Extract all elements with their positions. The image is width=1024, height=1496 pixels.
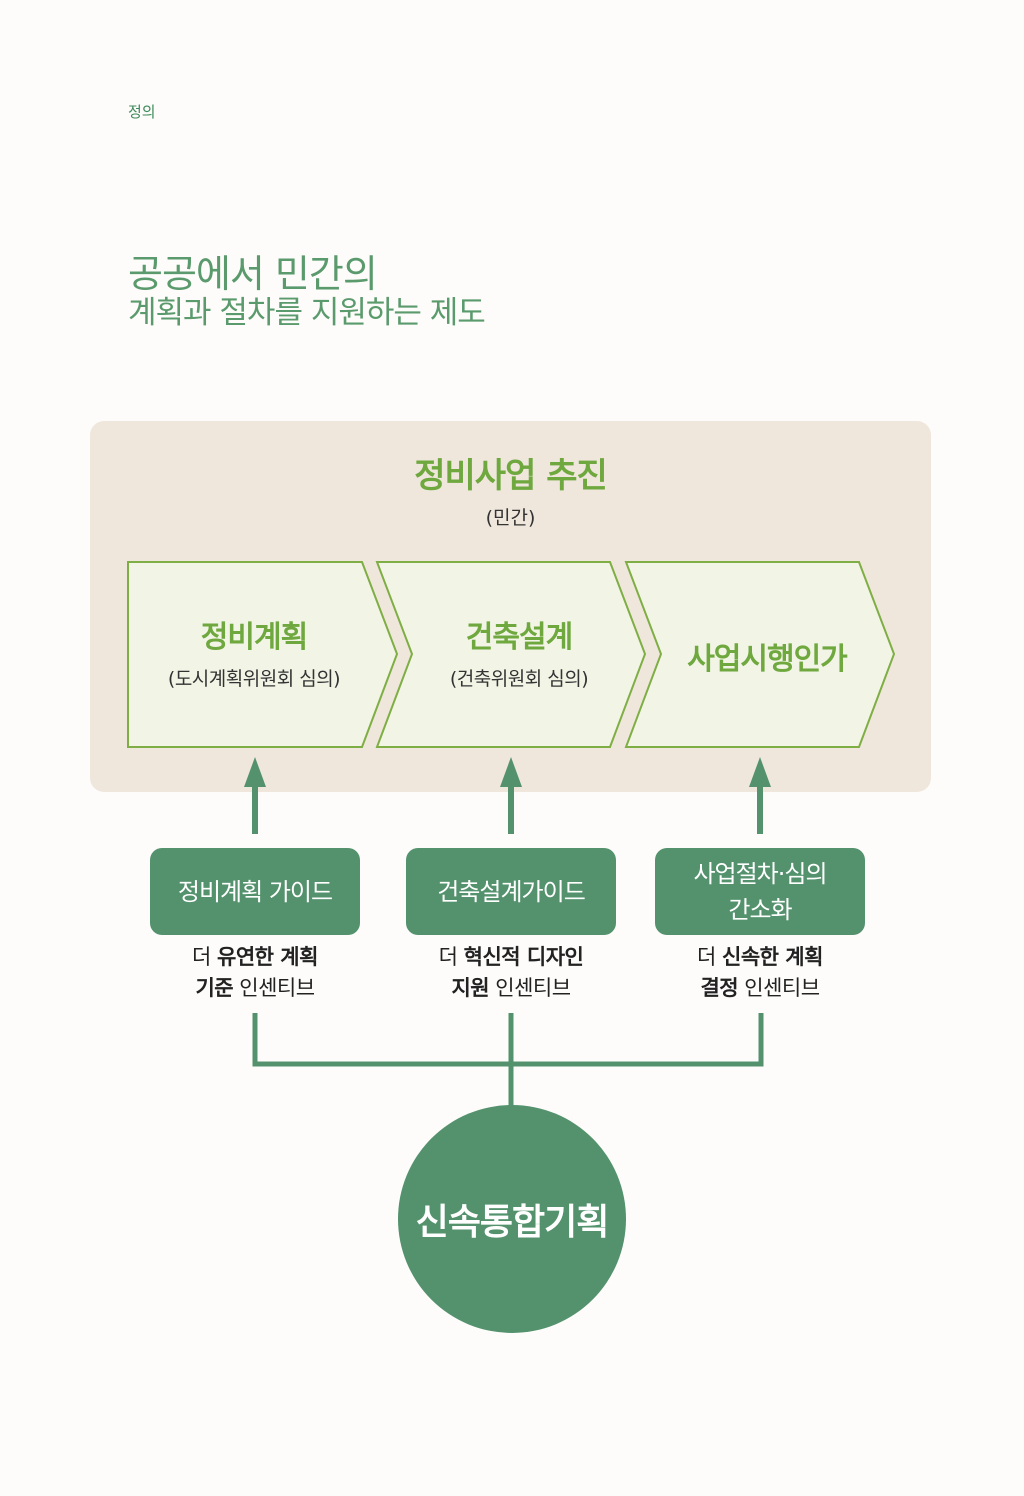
benefit-1-plain-2: 인센티브 bbox=[233, 976, 315, 1000]
chevron-step-2 bbox=[375, 561, 647, 748]
step-1-title: 정비계획 bbox=[200, 620, 308, 655]
core-label: 신속통합기획 bbox=[415, 1202, 610, 1243]
panel-subtitle: (민간) bbox=[485, 507, 536, 529]
step-2: 건축설계 (건축위원회 심의) bbox=[394, 612, 644, 691]
page-title-line2: 계획과 절차를 지원하는 제도 bbox=[128, 295, 486, 331]
page-title-line1: 공공에서 민간의 bbox=[128, 252, 378, 296]
benefit-3-plain-2: 인센티브 bbox=[738, 976, 820, 1000]
arrow-1-head bbox=[244, 757, 266, 787]
benefit-3: 더 신속한 계획 결정 인센티브 bbox=[640, 942, 880, 1004]
guide-3-label-line2: 간소화 bbox=[728, 895, 792, 924]
benefit-2-plain-2: 인센티브 bbox=[489, 976, 571, 1000]
arrow-2-head bbox=[500, 757, 522, 787]
benefit-1-bold-1: 유연한 계획 bbox=[217, 945, 318, 969]
step-1: 정비계획 (도시계획위원회 심의) bbox=[128, 612, 380, 691]
bracket-connector bbox=[252, 1013, 764, 1067]
chevron-step-1 bbox=[127, 561, 399, 748]
step-2-subtitle: (건축위원회 심의) bbox=[449, 668, 589, 690]
benefit-2-bold-1: 혁신적 디자인 bbox=[463, 945, 584, 969]
benefit-2: 더 혁신적 디자인 지원 인센티브 bbox=[391, 942, 631, 1004]
benefit-2-bold-2: 지원 bbox=[451, 976, 490, 1000]
arrow-3-head bbox=[749, 757, 771, 787]
benefit-3-bold-2: 결정 bbox=[700, 976, 739, 1000]
step-1-subtitle: (도시계획위원회 심의) bbox=[167, 668, 341, 690]
guide-3-label-line1: 사업절차·심의 bbox=[693, 859, 827, 888]
guide-1-label: 정비계획 가이드 bbox=[177, 877, 333, 906]
benefit-3-plain-1: 더 bbox=[697, 945, 723, 969]
step-2-title: 건축설계 bbox=[465, 620, 573, 655]
panel-title: 정비사업 추진 bbox=[414, 456, 608, 496]
guide-2-label: 건축설계가이드 bbox=[437, 877, 586, 906]
section-label: 정의 bbox=[128, 103, 156, 121]
guide-box-1: 정비계획 가이드 bbox=[150, 848, 360, 935]
guide-box-2: 건축설계가이드 bbox=[406, 848, 616, 935]
guide-box-3: 사업절차·심의 간소화 bbox=[655, 848, 865, 935]
benefit-1-bold-2: 기준 bbox=[195, 976, 234, 1000]
benefit-3-bold-1: 신속한 계획 bbox=[722, 945, 823, 969]
core-circle: 신속통합기획 bbox=[398, 1105, 626, 1333]
benefit-2-plain-1: 더 bbox=[438, 945, 464, 969]
step-3-title: 사업시행인가 bbox=[687, 642, 848, 677]
benefit-1-plain-1: 더 bbox=[192, 945, 218, 969]
benefit-1: 더 유연한 계획 기준 인센티브 bbox=[135, 942, 375, 1004]
step-3: 사업시행인가 bbox=[642, 634, 892, 678]
chevron-step-3 bbox=[624, 561, 896, 748]
